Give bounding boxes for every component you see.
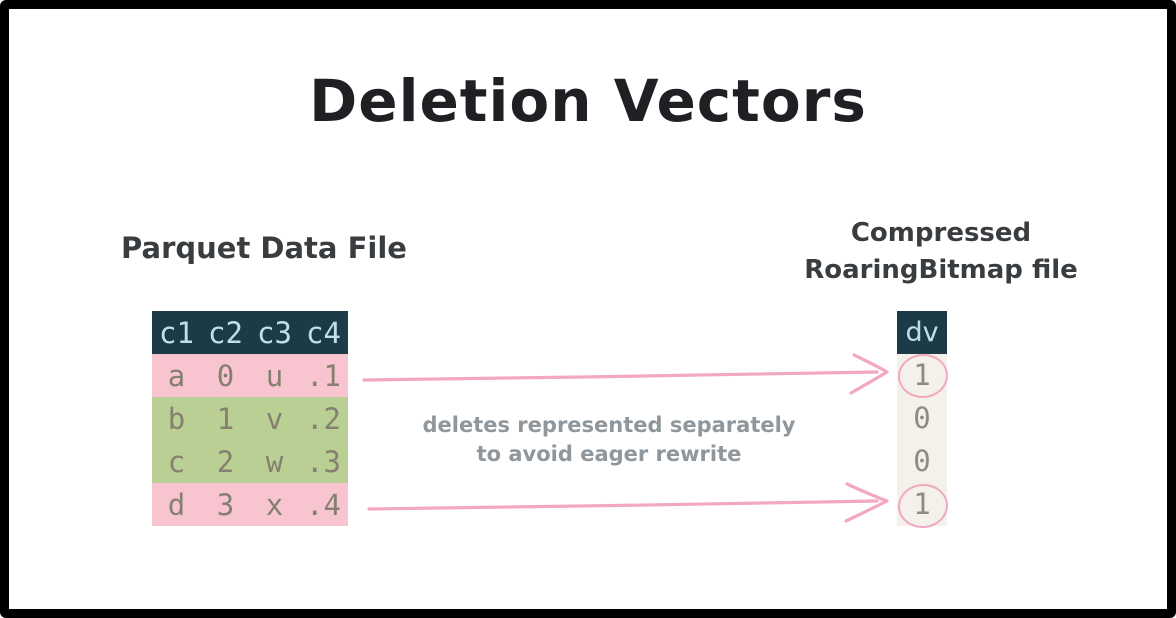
table-cell: d <box>167 487 186 522</box>
parquet-file-label: Parquet Data File <box>121 231 407 265</box>
roaring-bitmap-label-line2: RoaringBitmap file <box>804 255 1078 285</box>
table-row-kept: b 1 v .2 <box>152 397 348 440</box>
table-cell: c <box>167 444 186 479</box>
note-line2: to avoid eager rewrite <box>476 442 742 466</box>
table-cell: 1 <box>216 401 235 436</box>
arrow-row4-head <box>844 482 889 523</box>
note-line1: deletes represented separately <box>422 413 796 437</box>
table-cell: v <box>265 401 284 436</box>
table-row-kept: c 2 w .3 <box>152 440 348 483</box>
dv-value: 0 <box>897 397 947 440</box>
table-cell: 0 <box>216 358 235 393</box>
parquet-table-header-row: c1 c2 c3 c4 <box>152 311 348 354</box>
explanation-note: deletes represented separately to avoid … <box>389 411 829 469</box>
deletion-vector-column: dv 1 0 0 1 <box>897 311 947 526</box>
table-cell: .1 <box>306 358 341 393</box>
diagram-title: Deletion Vectors <box>309 67 867 135</box>
table-cell: u <box>265 358 284 393</box>
dv-value: 1 <box>897 354 947 397</box>
arrow-row1-to-dv <box>362 370 879 382</box>
parquet-data-table: c1 c2 c3 c4 a 0 u .1 b 1 v .2 c 2 w .3 d… <box>152 311 348 526</box>
arrow-row4-to-dv <box>367 499 879 511</box>
table-cell: .3 <box>306 444 341 479</box>
table-cell: 2 <box>216 444 235 479</box>
roaring-bitmap-label: Compressed RoaringBitmap file <box>791 215 1091 289</box>
roaring-bitmap-label-line1: Compressed <box>850 218 1032 248</box>
column-header: c1 <box>159 315 194 350</box>
table-cell: 3 <box>216 487 235 522</box>
dv-column-header: dv <box>897 311 947 354</box>
dv-value: 1 <box>897 483 947 526</box>
table-cell: b <box>167 401 186 436</box>
table-cell: w <box>265 444 284 479</box>
table-row-deleted: d 3 x .4 <box>152 483 348 526</box>
table-cell: x <box>265 487 284 522</box>
arrow-row1-head <box>849 353 889 395</box>
column-header: c4 <box>306 315 341 350</box>
table-row-deleted: a 0 u .1 <box>152 354 348 397</box>
table-cell: a <box>167 358 186 393</box>
dv-value: 0 <box>897 440 947 483</box>
column-header: c3 <box>257 315 292 350</box>
table-cell: .2 <box>306 401 341 436</box>
table-cell: .4 <box>306 487 341 522</box>
column-header: c2 <box>208 315 243 350</box>
